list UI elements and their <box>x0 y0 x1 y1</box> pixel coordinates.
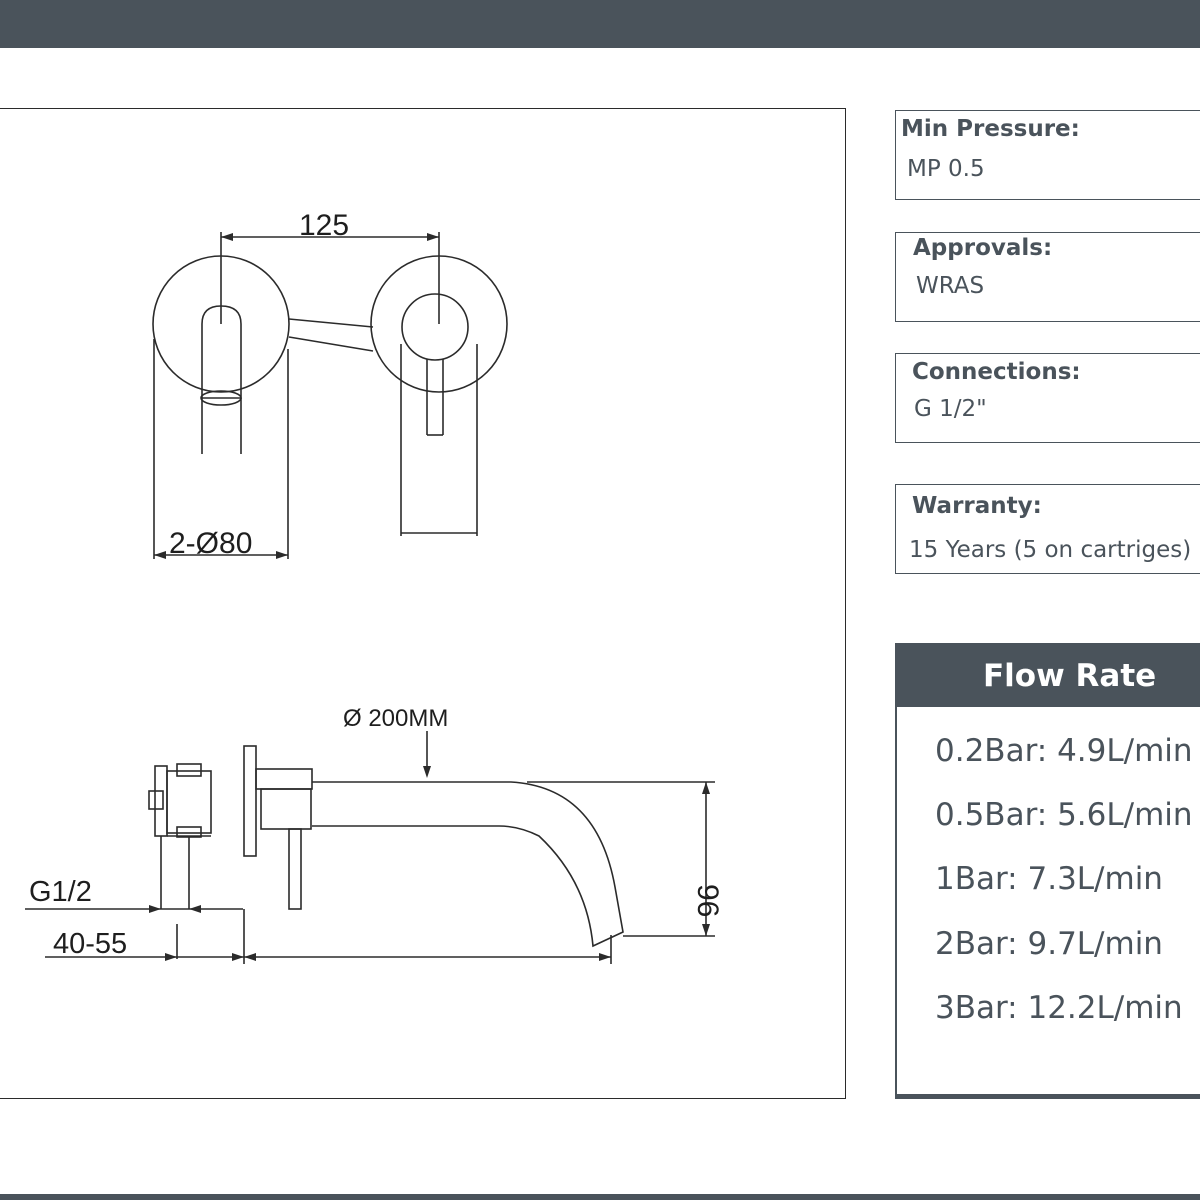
dim-diameter-label: 2-Ø80 <box>169 527 252 560</box>
top-banner <box>0 0 1200 48</box>
bottom-rule <box>0 1194 1200 1200</box>
flow-rate-panel: Flow Rate 0.2Bar: 4.9L/min 0.5Bar: 5.6L/… <box>895 643 1200 1099</box>
side-spout <box>312 781 624 948</box>
spec-approvals: Approvals: WRAS <box>895 232 1200 322</box>
spec-connections: Connections: G 1/2" <box>895 353 1200 443</box>
flow-rate-row: 0.5Bar: 5.6L/min <box>935 797 1193 833</box>
tap-dimension-drawing: 125 2-Ø80 Ø 200MM G1/2 40-55 96 <box>25 209 724 964</box>
spec-label: Min Pressure: <box>901 116 1080 142</box>
spec-label: Connections: <box>912 359 1081 385</box>
spec-label: Approvals: <box>913 235 1053 261</box>
side-wall-plate <box>243 745 257 857</box>
flow-rate-header: Flow Rate <box>897 645 1200 707</box>
dim-spout-label: Ø 200MM <box>343 705 448 732</box>
dim-thread-label: G1/2 <box>29 876 92 908</box>
spec-value: G 1/2" <box>914 396 987 422</box>
front-handle-cap <box>401 293 469 361</box>
technical-drawing: 125 2-Ø80 Ø 200MM G1/2 40-55 96 <box>0 108 846 1099</box>
spec-value: WRAS <box>916 273 985 299</box>
flow-rate-row: 2Bar: 9.7L/min <box>935 926 1163 962</box>
spec-warranty: Warranty: 15 Years (5 on cartriges) <box>895 484 1200 574</box>
flow-rate-row: 3Bar: 12.2L/min <box>935 990 1183 1026</box>
spec-value: MP 0.5 <box>907 156 985 182</box>
flow-rate-row: 1Bar: 7.3L/min <box>935 861 1163 897</box>
spec-value: 15 Years (5 on cartriges) <box>909 537 1192 563</box>
dim-depth-label: 40-55 <box>53 928 127 960</box>
flow-rate-title: Flow Rate <box>983 658 1157 694</box>
spec-min-pressure: Min Pressure: MP 0.5 <box>895 110 1200 200</box>
flow-rate-row: 0.2Bar: 4.9L/min <box>935 733 1193 769</box>
spec-label: Warranty: <box>912 493 1042 519</box>
front-spout <box>201 305 242 399</box>
dim-width-label: 125 <box>299 209 349 242</box>
dim-height-label: 96 <box>691 884 724 917</box>
